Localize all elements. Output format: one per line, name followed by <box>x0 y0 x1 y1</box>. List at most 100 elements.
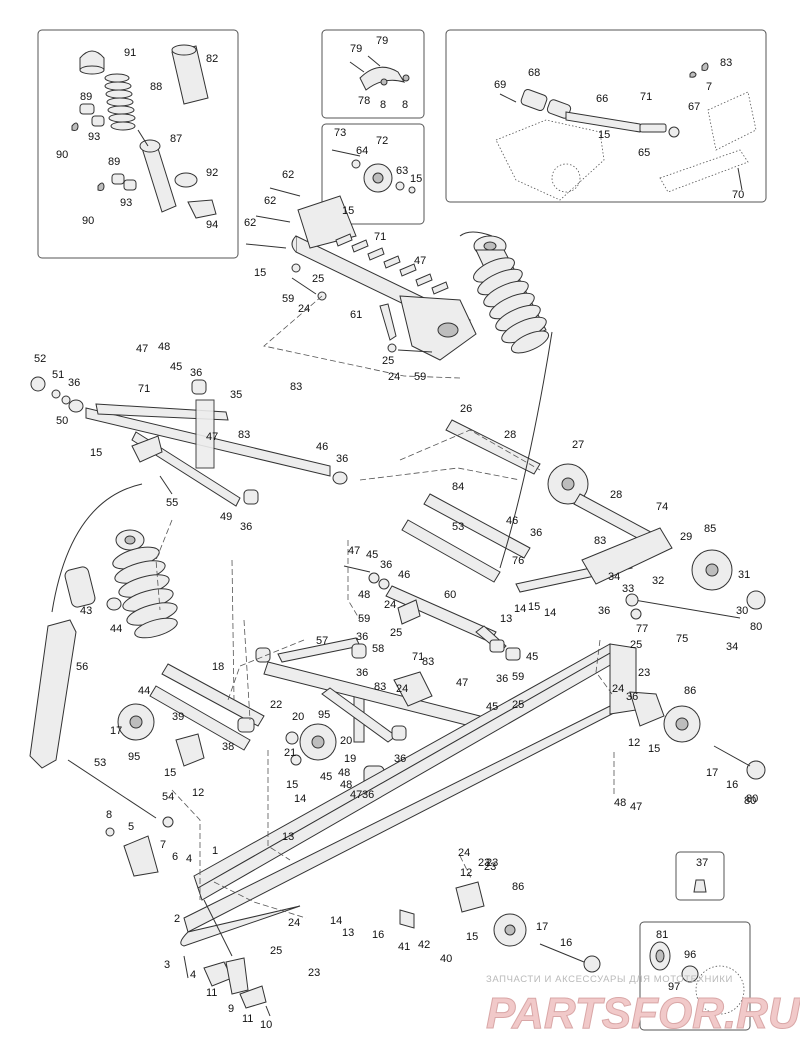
front-rail-parts <box>67 759 271 1017</box>
callout-53: 53 <box>94 757 106 769</box>
callout-97: 97 <box>668 981 680 993</box>
callout-62: 62 <box>264 195 276 207</box>
callout-4: 4 <box>190 969 196 981</box>
callout-83: 83 <box>374 681 386 693</box>
callout-52: 52 <box>34 353 46 365</box>
callout-71: 71 <box>138 383 150 395</box>
callout-36: 36 <box>356 667 368 679</box>
callout-30: 30 <box>736 605 748 617</box>
callout-44: 44 <box>138 685 150 697</box>
callout-24: 24 <box>384 599 396 611</box>
callout-28: 28 <box>504 429 516 441</box>
callout-77: 77 <box>636 623 648 635</box>
callout-36: 36 <box>530 527 542 539</box>
callout-48: 48 <box>338 767 350 779</box>
callout-71: 71 <box>374 231 386 243</box>
callout-42: 42 <box>418 939 430 951</box>
callout-15: 15 <box>254 267 266 279</box>
callout-57: 57 <box>316 635 328 647</box>
callout-46: 46 <box>506 515 518 527</box>
callout-93: 93 <box>120 197 132 209</box>
callout-62: 62 <box>282 169 294 181</box>
shock-absorber-inset-panel <box>37 29 239 259</box>
callout-41: 41 <box>398 941 410 953</box>
callout-16: 16 <box>372 929 384 941</box>
callout-47: 47 <box>630 801 642 813</box>
callout-7: 7 <box>706 81 712 93</box>
lower-shafts <box>117 663 365 767</box>
callout-25: 25 <box>630 639 642 651</box>
callout-35: 35 <box>230 389 242 401</box>
callout-1: 1 <box>212 845 218 857</box>
callout-95: 95 <box>318 709 330 721</box>
callout-85: 85 <box>704 523 716 535</box>
callout-36: 36 <box>496 673 508 685</box>
callout-89: 89 <box>80 91 92 103</box>
callout-48: 48 <box>358 589 370 601</box>
callout-15: 15 <box>410 173 422 185</box>
callout-36: 36 <box>336 453 348 465</box>
callout-83: 83 <box>422 656 434 668</box>
callout-59: 59 <box>358 613 370 625</box>
callout-81: 81 <box>656 929 668 941</box>
callout-59: 59 <box>414 371 426 383</box>
callout-13: 13 <box>342 927 354 939</box>
callout-23: 23 <box>638 667 650 679</box>
callout-15: 15 <box>598 129 610 141</box>
front-arm-inset-parts <box>495 62 757 201</box>
callout-78: 78 <box>358 95 370 107</box>
callout-23: 23 <box>478 857 490 869</box>
callout-82: 82 <box>206 53 218 65</box>
callout-13: 13 <box>282 831 294 843</box>
callout-93: 93 <box>88 131 100 143</box>
callout-3: 3 <box>164 959 170 971</box>
callout-45: 45 <box>366 549 378 561</box>
link-arm <box>29 619 77 769</box>
callout-56: 56 <box>76 661 88 673</box>
callout-88: 88 <box>150 81 162 93</box>
callout-64: 64 <box>356 145 368 157</box>
callout-90: 90 <box>82 215 94 227</box>
callout-47: 47 <box>136 343 148 355</box>
bracket-inset-panel <box>321 29 425 119</box>
callout-70: 70 <box>732 189 744 201</box>
callout-14: 14 <box>544 607 556 619</box>
callout-84: 84 <box>452 481 464 493</box>
callout-2: 2 <box>174 913 180 925</box>
callout-14: 14 <box>514 603 526 615</box>
callout-72: 72 <box>376 135 388 147</box>
callout-24: 24 <box>396 683 408 695</box>
callout-24: 24 <box>388 371 400 383</box>
callout-89: 89 <box>108 156 120 168</box>
callout-12: 12 <box>628 737 640 749</box>
callout-25: 25 <box>512 699 524 711</box>
callout-83: 83 <box>720 57 732 69</box>
callout-8: 8 <box>402 99 408 111</box>
rear-arm-assembly <box>245 187 477 361</box>
callout-46: 46 <box>316 441 328 453</box>
pulley-inset-parts <box>331 149 416 194</box>
callout-90: 90 <box>56 149 68 161</box>
callout-36: 36 <box>394 753 406 765</box>
callout-49: 49 <box>220 511 232 523</box>
callout-40: 40 <box>440 953 452 965</box>
callout-61: 61 <box>350 309 362 321</box>
callout-38: 38 <box>222 741 234 753</box>
callout-25: 25 <box>270 945 282 957</box>
callout-16: 16 <box>560 937 572 949</box>
callout-39: 39 <box>172 711 184 723</box>
callout-45: 45 <box>526 651 538 663</box>
callout-83: 83 <box>594 535 606 547</box>
callout-62: 62 <box>244 217 256 229</box>
callout-55: 55 <box>166 497 178 509</box>
callout-21: 21 <box>284 747 296 759</box>
callout-71: 71 <box>640 91 652 103</box>
front-arm-inset-panel <box>445 29 767 203</box>
callout-20: 20 <box>340 735 352 747</box>
callout-54: 54 <box>162 791 174 803</box>
callout-94: 94 <box>206 219 218 231</box>
callout-80: 80 <box>744 795 756 807</box>
callout-19: 19 <box>344 753 356 765</box>
callout-12: 12 <box>192 787 204 799</box>
